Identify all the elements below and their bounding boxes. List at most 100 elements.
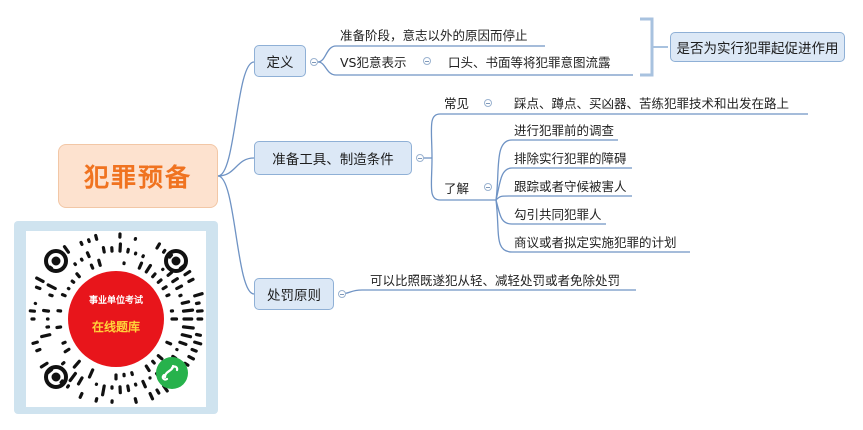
qr-dash [144,263,153,274]
qr-dash [175,284,184,291]
qr-dash [148,392,155,401]
qr-dash [78,392,84,399]
qr-dash [194,332,202,337]
collapse-toggle-icon[interactable] [338,290,346,298]
qr-dash [39,361,49,369]
qr-dash [178,340,188,347]
qr-dash [40,333,52,339]
qr-dash [168,253,173,259]
common-text: 踩点、蹲点、买凶器、苦练犯罪技术和出发在路上 [514,96,790,111]
qr-dash [87,368,95,379]
qr-dash [101,246,106,254]
qr-dash [79,240,84,246]
qr-dash [193,340,203,346]
collapse-toggle-icon[interactable] [310,58,318,66]
qr-dash [180,333,193,339]
qr-dash [193,292,204,298]
qr-finder-dot [171,256,181,266]
definition-text: 准备阶段，意志以外的原因而停止 [340,28,528,43]
qr-dash [100,384,106,397]
qr-dash [151,272,157,279]
qr-dash [181,325,195,330]
qr-dash [156,354,164,361]
qr-finder [44,249,68,273]
qr-dash [63,347,71,354]
topic-punish-label: 处罚原则 [267,288,321,304]
collapse-toggle-icon[interactable] [416,154,424,162]
understand-item: 商议或者拟定实施犯罪的计划 [514,235,677,250]
qr-dash [126,247,130,254]
qr-dash [89,263,95,270]
qr-dash [156,278,163,284]
qr-dash [155,388,161,395]
qr-dash [46,283,57,291]
qr-dash [31,340,39,346]
qr-dash [187,354,195,361]
qr-dash [85,251,91,259]
badge-line-1: 事业单位考试 [88,296,143,306]
qr-finder-dot [51,256,61,266]
qr-dash [165,293,171,298]
qr-dash [162,248,167,254]
qr-dash [79,257,84,262]
qr-dash [133,397,138,404]
root-topic[interactable]: 犯罪预备 [58,144,218,208]
topic-tools-label: 准备工具、制造条件 [272,152,394,168]
qr-dash [60,361,66,366]
topic-tools[interactable]: 准备工具、制造条件 [254,141,412,175]
qr-dash [183,361,190,367]
qr-dash [68,371,78,383]
qr-dash [94,397,99,403]
topic-punish[interactable]: 处罚原则 [254,278,334,310]
qr-pattern-icon [28,232,204,404]
badge-circle [68,271,164,367]
qr-dash [75,272,81,279]
qr-dash [194,301,201,306]
qr-dash [35,347,42,353]
qr-dash [61,340,67,345]
understand-item: 勾引共同犯罪人 [514,207,602,222]
punish-text: 可以比照既遂犯从轻、减轻处罚或者免除处罚 [370,273,621,288]
topic-definition-label: 定义 [266,55,294,71]
qr-dash [181,308,195,313]
qr-dash [180,300,191,305]
qr-dash [190,347,198,353]
qr-dash [59,379,64,384]
common-label: 常见 [444,96,470,111]
qr-finder-dot [51,372,61,382]
qr-dash [65,384,71,389]
qr-dash [70,279,76,284]
root-title: 犯罪预备 [83,163,192,192]
qr-dash [161,285,168,291]
qr-dash [141,379,147,389]
understand-item: 排除实行犯罪的障碍 [514,151,627,166]
qr-dash [94,233,99,241]
understand-item: 进行犯罪前的调查 [514,123,615,138]
understand-label: 了解 [444,181,470,196]
qr-dash [144,364,151,373]
qr-dash [72,359,81,369]
collapse-toggle-icon[interactable] [484,183,492,191]
collapse-toggle-icon[interactable] [423,57,431,65]
qr-dash [187,277,195,284]
qr-dash [151,359,156,365]
summary-label: 是否为实行犯罪起促进作用 [676,41,839,57]
qr-dash [126,384,131,393]
vs-label: VS犯意表示 [340,55,407,70]
qr-dash [34,285,42,291]
qr-dash [55,325,63,330]
mini-program-icon [156,357,188,389]
qr-finder [164,249,188,273]
qr-dash [76,376,84,386]
qr-dash [86,238,91,244]
qr-dash [42,308,51,313]
qr-dash [35,276,45,284]
qr-dash [137,261,144,270]
collapse-toggle-icon[interactable] [484,99,492,107]
topic-definition[interactable]: 定义 [254,45,306,77]
vs-text: 口头、书面等将犯罪意图流露 [448,55,611,70]
qr-dash [171,277,179,284]
summary-topic[interactable]: 是否为实行犯罪起促进作用 [670,32,845,62]
qr-dash [155,242,161,250]
